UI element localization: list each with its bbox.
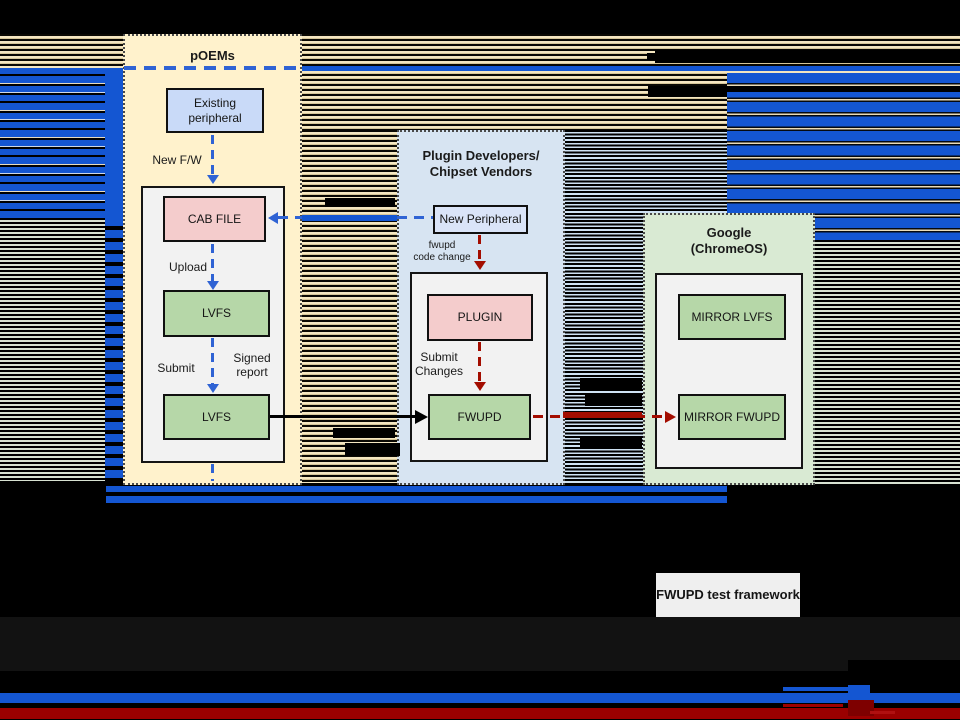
lvfs-upper-label: LVFS [201, 306, 232, 320]
dashed-line-below-subpanel [211, 464, 214, 481]
glitch-blue-thin-line [783, 687, 848, 691]
glitch-black-bar-5 [345, 443, 400, 456]
glitch-stripes-blue-right [727, 73, 960, 240]
arrow-submit-changes-line [478, 342, 481, 382]
glitch-black-bar-1 [655, 50, 960, 63]
label-fwupd-code-change-line1: fwupd [428, 240, 456, 251]
fwupd-box: FWUPD [428, 394, 531, 440]
poems-dashed-divider [124, 66, 301, 70]
arrow-fwupd-code-change-head [474, 261, 486, 270]
panel-plugin-title-line2: Chipset Vendors [429, 164, 533, 180]
label-submit-changes-line1: Submit [420, 350, 458, 364]
lvfs-upper-box: LVFS [163, 290, 270, 337]
glitch-black-bar-2b [648, 86, 727, 97]
label-fwupd-code-change-line2: code change [413, 252, 471, 263]
panel-google-title-line2: (ChromeOS) [690, 241, 768, 257]
arrow-upload-head [207, 281, 219, 290]
glitch-stripes-green-left [0, 218, 105, 481]
mirror-lvfs-box: MIRROR LVFS [678, 294, 786, 340]
glitch-red-bottom-bar [0, 708, 960, 719]
label-submit-changes-line2: Changes [414, 364, 464, 379]
panel-plugin-title-line1: Plugin Developers/ [422, 148, 540, 163]
glitch-blue-bottom-bar [0, 693, 960, 703]
fwupd-test-framework-box: FWUPD test framework [656, 573, 800, 617]
label-signed-report-line1: Signed [233, 351, 271, 365]
glitch-stripes-tan-column [302, 130, 397, 483]
arrow-fwupd-to-mirror-solid-glitch [563, 412, 642, 418]
fwupd-test-framework-label: FWUPD test framework [656, 586, 800, 602]
arrow-lvfs-to-fwupd-line [270, 415, 417, 418]
label-submit: Submit [157, 361, 195, 375]
glitch-blue-bar-a [106, 486, 727, 492]
arrow-submit-head [207, 384, 219, 393]
label-submit-changes: Submit Changes [408, 350, 470, 379]
glitch-black-bar-1b [647, 53, 657, 60]
glitch-black-bar-2 [648, 86, 960, 92]
panel-google-title-line1: Google [706, 225, 752, 240]
label-signed-report-line2: report [236, 365, 268, 380]
glitch-blue-bar-b [106, 496, 727, 503]
glitch-dark-band-notch [848, 660, 960, 671]
plugin-box-label: PLUGIN [457, 310, 503, 324]
glitch-red-segment [870, 711, 895, 714]
cab-file-label: CAB FILE [187, 211, 242, 226]
arrow-newfw-head [207, 175, 219, 184]
arrow-submit-line [211, 338, 214, 384]
glitch-black-bar-3 [325, 198, 395, 207]
mirror-fwupd-box: MIRROR FWUPD [678, 394, 786, 440]
glitch-stripes-blue-left [0, 68, 106, 218]
glitch-red-thin-line [783, 704, 843, 707]
mirror-lvfs-label: MIRROR LVFS [691, 309, 773, 324]
panel-google-title: Google (ChromeOS) [645, 215, 813, 258]
arrow-submit-changes-head [474, 382, 486, 391]
arrow-newperipheral-to-cabfile-head [268, 212, 278, 224]
glitch-blue-line-mid [302, 215, 397, 221]
glitch-black-bar-7 [585, 394, 642, 406]
glitch-blue-strip-left [105, 68, 124, 218]
new-peripheral-box: New Peripheral [433, 205, 528, 234]
glitch-blue-line-top [302, 66, 960, 71]
panel-poems-title: pOEMs [190, 48, 235, 63]
existing-peripheral-box: Existing peripheral [166, 88, 264, 133]
label-signed-report: Signed report [226, 351, 278, 380]
label-new-fw: New F/W [152, 153, 202, 167]
fwupd-box-label: FWUPD [457, 409, 502, 424]
existing-peripheral-label-line1: Existing [193, 95, 237, 110]
arrow-fwupd-code-change-line [478, 235, 481, 261]
arrow-fwupd-to-mirror-head [665, 411, 676, 423]
lvfs-lower-label: LVFS [201, 409, 232, 424]
glitch-darkred-block [848, 700, 874, 716]
label-fwupd-code-change: fwupd code change [406, 240, 478, 264]
arrow-upload-line [211, 244, 214, 281]
existing-peripheral-label-line2: peripheral [188, 110, 242, 125]
glitch-black-bar-6 [580, 378, 642, 389]
label-upload: Upload [168, 260, 208, 274]
panel-plugin-title: Plugin Developers/ Chipset Vendors [399, 132, 563, 181]
glitch-dark-band [0, 617, 960, 671]
plugin-box: PLUGIN [427, 294, 533, 341]
arrow-lvfs-to-fwupd-head [415, 410, 428, 424]
new-peripheral-label: New Peripheral [439, 212, 522, 226]
glitch-black-bar-8 [580, 436, 642, 448]
glitch-black-bar-4 [333, 428, 395, 438]
glitch-blue-dash-column [105, 218, 124, 481]
cab-file-box: CAB FILE [163, 196, 266, 242]
mirror-fwupd-label: MIRROR FWUPD [684, 409, 780, 424]
arrow-newfw-line [211, 135, 214, 175]
lvfs-lower-box: LVFS [163, 394, 270, 440]
